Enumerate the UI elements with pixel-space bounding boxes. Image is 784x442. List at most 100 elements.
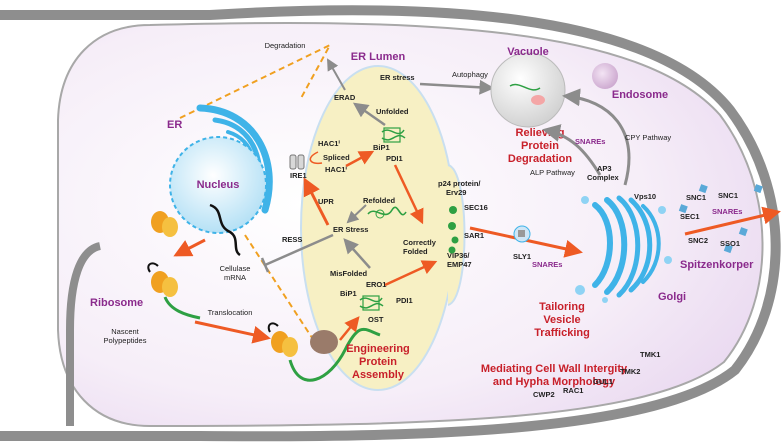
arrow-ost <box>339 316 360 341</box>
theme-engineering-3: Assembly <box>352 369 405 381</box>
vip36-label: VIP36/ <box>447 251 470 260</box>
snc2-label: SNC2 <box>688 236 708 245</box>
misfolded-label: MisFolded <box>330 269 368 278</box>
theme-engineering-1: Engineering <box>346 343 410 355</box>
sso1-label: SSO1 <box>720 239 740 248</box>
arrow-to-folded <box>384 260 438 287</box>
cargo-proteins-icon <box>448 206 459 254</box>
cpy-label: CPY Pathway <box>625 133 671 142</box>
erad-label: ERAD <box>334 93 356 102</box>
snc1a-label: SNC1 <box>686 193 706 202</box>
septum-left <box>66 242 102 426</box>
protein-chaperone-top-icon <box>381 127 406 143</box>
hac1-mid-label: HAC1ⁱ <box>325 165 347 174</box>
hac1-top-label: HAC1ⁱ <box>318 139 340 148</box>
arrow-golgi-to-spitzenkorper <box>684 206 781 236</box>
theme-mediating-1: Mediating Cell Wall Intergity <box>481 363 628 375</box>
sec16-label: SEC16 <box>464 203 488 212</box>
ribosome-bottom-icon <box>267 322 298 357</box>
ero1-label: ERO1 <box>366 280 386 289</box>
pdi1-top-label: PDI1 <box>386 154 403 163</box>
bip1-top-label: BiP1 <box>373 143 390 152</box>
translocation-label: Translocation <box>208 308 253 317</box>
erv29-label: Erv29 <box>446 188 466 197</box>
arrow-pdi1-folded <box>393 164 424 225</box>
vps10-label: Vps10 <box>634 192 656 201</box>
upr-label: UPR <box>318 197 334 206</box>
mrna-label: mRNA <box>224 273 246 282</box>
mrna-strand <box>209 203 241 257</box>
er-lumen-title: ER Lumen <box>351 51 406 63</box>
refolded-label: Refolded <box>363 196 396 205</box>
arrow-erad-degradation <box>327 58 346 91</box>
ress-bar <box>260 257 270 273</box>
arrow-er-stress-vacuole <box>419 79 495 95</box>
vacuole <box>490 52 566 128</box>
theme-mediating-2: and Hypha Morphology <box>493 376 616 388</box>
complex-label: Complex <box>587 173 620 182</box>
snares-mid-label: SNAREs <box>532 260 562 269</box>
arrow-upr <box>303 177 330 226</box>
spitzenkorper-title: Spitzenkorper <box>680 259 754 271</box>
correctly-label: Correctly <box>403 238 437 247</box>
ribosome-mid-icon <box>147 262 201 320</box>
nascent-label: Nascent <box>111 327 139 336</box>
arrow-hac1-bip1 <box>345 150 375 168</box>
nucleus-title: Nucleus <box>197 179 240 191</box>
secretory-vesicles <box>678 184 763 254</box>
arrow-unfolded <box>352 102 386 127</box>
ress-label: RESS <box>282 235 302 244</box>
unfolded-label: Unfolded <box>376 107 409 116</box>
arrow-misfolded <box>343 238 371 269</box>
dashed-er-link-bottom <box>244 234 321 351</box>
sec1-label: SEC1 <box>680 212 700 221</box>
degradation-label: Degradation <box>265 41 306 50</box>
tmk1-label: TMK1 <box>640 350 660 359</box>
polypeptides-label: Polypeptides <box>104 336 147 345</box>
theme-engineering-2: Protein <box>359 356 397 368</box>
arrow-cpy-pathway <box>562 88 631 186</box>
pdi1-bottom-label: PDI1 <box>396 296 413 305</box>
folded-label: Folded <box>403 247 428 256</box>
protein-chaperone-bottom-icon <box>359 295 384 311</box>
splice-curve <box>309 151 323 165</box>
vacuole-title: Vacuole <box>507 46 549 58</box>
theme-tailoring-2: Vesicle <box>543 314 580 326</box>
ire1-receptor-icon <box>289 154 305 170</box>
er-stress-mid-label: ER Stress <box>333 225 368 234</box>
snares-right-label: SNAREs <box>712 207 742 216</box>
snc1b-label: SNC1 <box>718 191 738 200</box>
sar1-label: SAR1 <box>464 231 484 240</box>
golgi-vesicles <box>575 196 672 303</box>
vesicle-cargo <box>518 230 525 237</box>
endosome <box>592 63 618 89</box>
bip1-bottom-label: BiP1 <box>340 289 357 298</box>
er-stress-top-label: ER stress <box>380 73 415 82</box>
autophagy-label: Autophagy <box>452 70 488 79</box>
vacuole-cargo <box>509 83 541 91</box>
gul1-label: GUL1 <box>593 377 613 386</box>
hypha-cell-wall <box>0 5 781 442</box>
snares-left-label: SNAREs <box>575 137 605 146</box>
vacuole-granule <box>531 95 545 105</box>
arrow-refolded <box>346 204 367 224</box>
theme-tailoring-1: Tailoring <box>539 301 585 313</box>
rac1-label: RAC1 <box>563 386 583 395</box>
endosome-title: Endosome <box>612 89 668 101</box>
ire1-label: IRE1 <box>290 171 307 180</box>
theme-tailoring-3: Trafficking <box>534 327 590 339</box>
er-title: ER <box>167 119 182 131</box>
nucleus <box>169 136 267 234</box>
theme-relieving-3: Degradation <box>508 153 572 165</box>
ribosome-top-icon <box>151 211 178 237</box>
golgi-title: Golgi <box>658 291 686 303</box>
tmk2-label: TMK2 <box>620 367 640 376</box>
arrow-ress-inhibit <box>264 233 334 267</box>
ost-label: OST <box>368 315 384 324</box>
ribosome-title: Ribosome <box>90 297 143 309</box>
translocon-icon <box>288 327 381 382</box>
cwp2-label: CWP2 <box>533 390 555 399</box>
arrow-alp-pathway <box>542 124 602 176</box>
